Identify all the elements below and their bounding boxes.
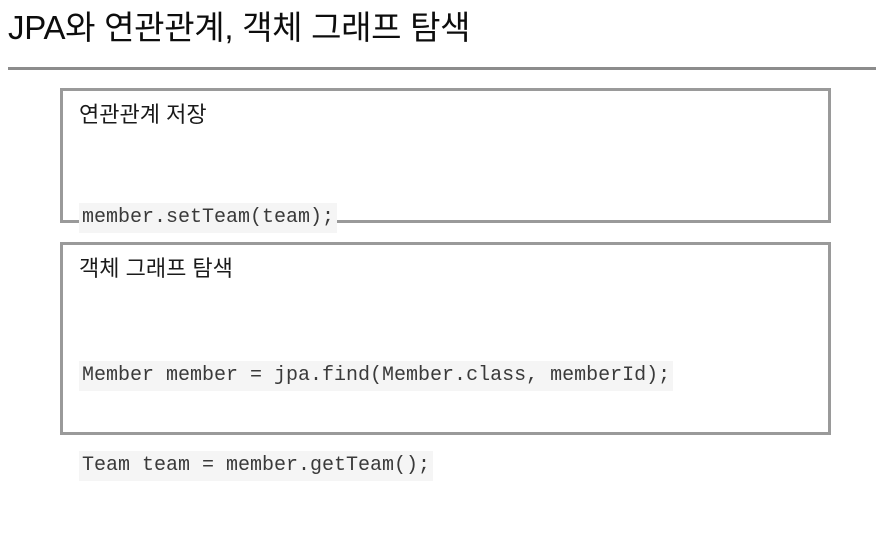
code-line: member.setTeam(team); [79,203,338,233]
box-heading-object-graph-navigation: 객체 그래프 탐색 [79,256,233,281]
code-line: Team team = member.getTeam(); [79,451,434,481]
title-divider [8,67,876,70]
box-heading-association-save: 연관관계 저장 [79,102,207,127]
code-line: Member member = jpa.find(Member.class, m… [79,361,674,391]
page-title: JPA와 연관관계, 객체 그래프 탐색 [8,9,471,46]
code-block-object-graph-navigation: Member member = jpa.find(Member.class, m… [79,301,674,541]
content-box-object-graph-navigation: 객체 그래프 탐색 Member member = jpa.find(Membe… [60,242,831,481]
content-box-association-save: 연관관계 저장 member.setTeam(team); jpa.persis… [60,88,831,323]
